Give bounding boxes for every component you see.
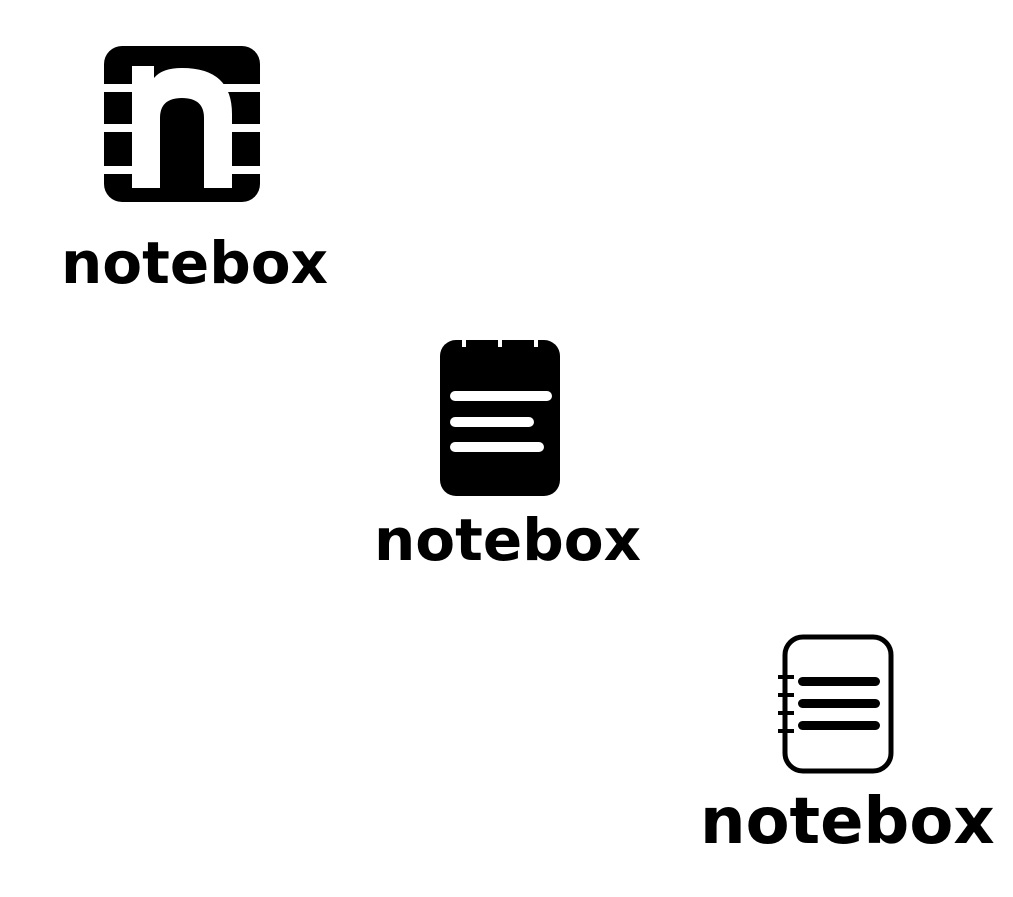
n-block-icon bbox=[104, 46, 260, 202]
notebook-outline-icon bbox=[776, 633, 898, 775]
brand-wordmark: notebox bbox=[61, 229, 328, 297]
brand-wordmark: notebox bbox=[700, 785, 995, 859]
brand-wordmark: notebox bbox=[374, 506, 641, 574]
notepad-filled-icon bbox=[438, 337, 562, 498]
